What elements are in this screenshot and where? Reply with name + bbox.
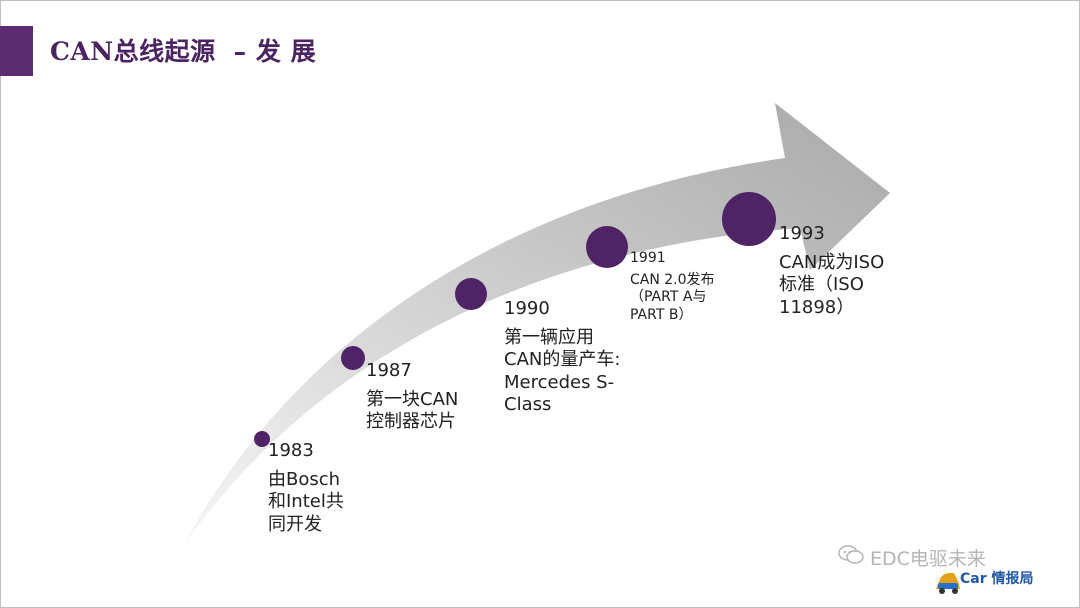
milestone-1991: 1991 CAN 2.0发布 （PART A与 PART B） (630, 250, 715, 324)
milestone-year: 1991 (630, 250, 666, 266)
slide-title: CAN总线起源 – 发 展 (50, 32, 316, 68)
milestone-year: 1983 (268, 440, 314, 461)
milestone-desc-line: （PART A与 (630, 289, 707, 305)
milestone-1993: 1993 CAN成为ISO 标准（ISO 11898） (779, 223, 884, 319)
wechat-icon (838, 545, 864, 569)
milestone-1983: 1983 由Bosch 和Intel共 同开发 (268, 440, 344, 536)
milestone-desc-line: 11898） (779, 296, 855, 318)
milestone-desc-line: 由Bosch (268, 468, 341, 490)
milestone-dot-1990 (455, 278, 487, 310)
milestone-1987: 1987 第一块CAN 控制器芯片 (366, 360, 458, 434)
milestone-desc-line: 同开发 (268, 513, 322, 535)
car-logo-icon (936, 573, 960, 594)
milestone-year: 1990 (504, 298, 550, 319)
milestone-desc-line: CAN成为ISO (779, 251, 885, 273)
milestone-desc-line: 控制器芯片 (366, 411, 456, 432)
milestone-desc-line: 和Intel共 (268, 491, 344, 512)
title-main: CAN总线起源 (50, 37, 216, 66)
milestone-desc-line: Mercedes S- (504, 371, 615, 393)
logo-text: Car 情报局 (960, 571, 1034, 587)
title-accent-bar (0, 26, 33, 76)
milestone-dot-1991 (586, 226, 628, 268)
milestone-desc-line: 第一辆应用 (504, 326, 594, 348)
milestone-desc-line: 第一块CAN (366, 388, 459, 410)
milestone-desc-line: PART B） (630, 306, 693, 323)
milestone-year: 1987 (366, 360, 412, 381)
milestone-dot-1983 (254, 431, 270, 447)
milestone-dot-1993 (722, 192, 776, 246)
arrow-shape (185, 103, 890, 543)
milestone-desc-line: 标准（ISO (779, 274, 864, 295)
milestone-dot-1987 (341, 346, 365, 370)
milestone-year: 1993 (779, 223, 825, 244)
milestone-desc-line: CAN 2.0发布 (630, 271, 715, 288)
milestone-desc-line: CAN的量产车: (504, 349, 621, 370)
milestone-desc-line: Class (504, 394, 552, 415)
title-sub: – 发 展 (233, 37, 317, 66)
watermark: EDC电驱未来 (838, 544, 986, 571)
milestone-1990: 1990 第一辆应用 CAN的量产车: Mercedes S- Class (504, 298, 620, 417)
watermark-text: EDC电驱未来 (870, 548, 986, 570)
